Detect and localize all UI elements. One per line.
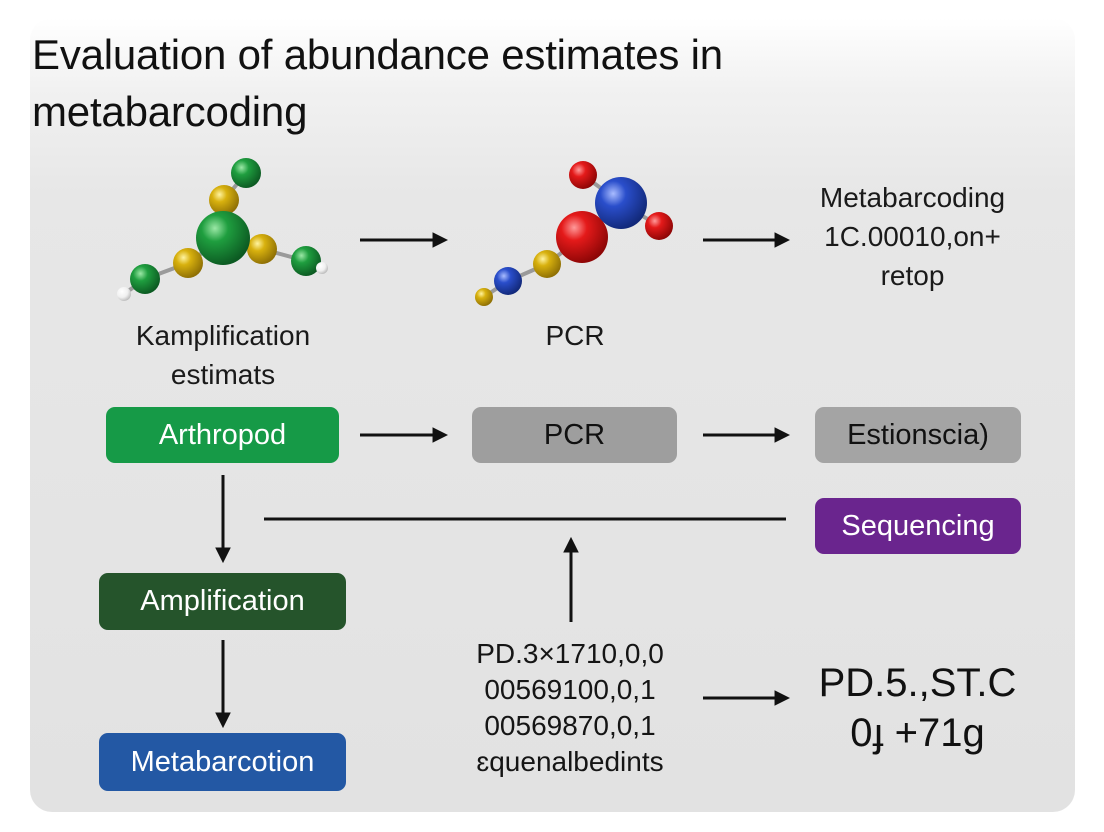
result-block: PD.5.,ST.C 0ɟ +71g (800, 658, 1035, 758)
pcr-box-label: PCR (543, 418, 606, 451)
amplification-box: Amplification (99, 573, 346, 630)
sequencing-box: Sequencing (815, 498, 1021, 554)
metabarcotion-box-label: Metabarcotion (130, 745, 315, 778)
data-block: PD.3×1710,0,0 00569100,0,1 00569870,0,1 … (440, 636, 700, 780)
metabarcoding-label: Metabarcoding 1C.00010,on+ retop (790, 178, 1035, 295)
estimation-box-label: Estionscia) (847, 418, 989, 451)
molecule-1-label-line-2: estimats (170, 359, 276, 390)
molecule-1-icon (117, 158, 328, 301)
amplification-box-label: Amplification (140, 585, 305, 617)
sequencing-box-label: Sequencing (841, 509, 995, 542)
metabarcoding-label-line-3: retop (880, 260, 945, 291)
result-line-1: PD.5.,ST.C (818, 661, 1017, 705)
page-title: Evaluation of abundance estimates in met… (32, 31, 723, 135)
molecule-2-icon (475, 161, 673, 306)
arthropod-box-label: Arthropod (158, 418, 287, 451)
molecule-1-label-line-1: Kamplification (135, 320, 311, 351)
molecule-1-label: Kamplification estimats (98, 316, 348, 394)
molecule-2-label: PCR (545, 320, 605, 351)
data-line-1: PD.3×1710,0,0 (476, 638, 664, 669)
data-line-2: 00569100,0,1 (484, 674, 656, 705)
arthropod-box: Arthropod (106, 407, 339, 463)
metabarcotion-box: Metabarcotion (99, 733, 346, 791)
data-line-3: 00569870,0,1 (484, 710, 656, 741)
metabarcoding-label-line-2: 1C.00010,on+ (824, 221, 1001, 252)
result-line-2: 0ɟ +71g (850, 711, 985, 755)
pcr-box: PCR (472, 407, 677, 463)
data-line-4: ɛquenalbedints (476, 746, 664, 777)
estimation-box: Estionscia) (815, 407, 1021, 463)
metabarcoding-label-line-1: Metabarcoding (819, 182, 1006, 213)
